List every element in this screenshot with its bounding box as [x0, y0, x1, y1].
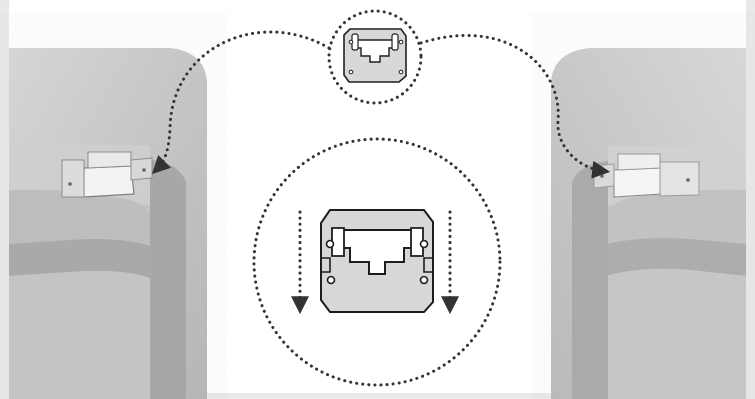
left-sofa-section: [9, 48, 207, 399]
arrow-right-icon: [419, 33, 611, 179]
large-connector-bracket: [320, 209, 434, 313]
arrow-left-icon: [151, 30, 331, 175]
right-sofa-section: [551, 48, 746, 399]
small-bracket-callout: [327, 9, 423, 105]
large-bracket-callout: [252, 137, 502, 387]
small-connector-bracket: [343, 28, 407, 83]
